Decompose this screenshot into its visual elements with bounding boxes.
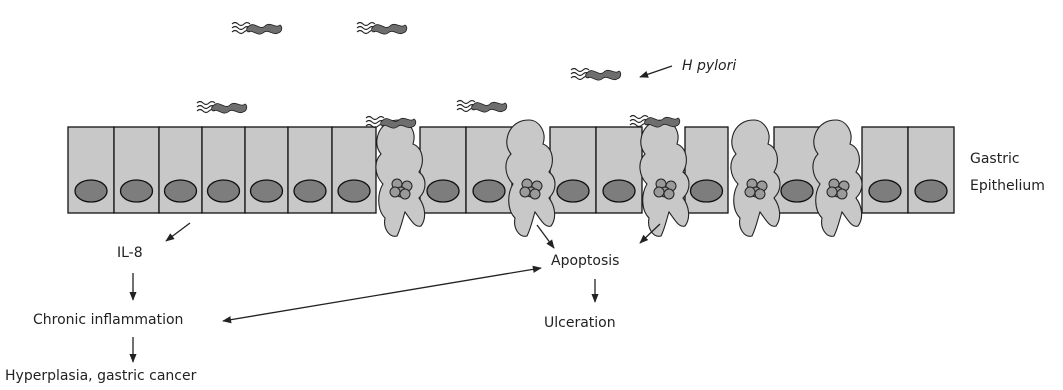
epithelial-cell xyxy=(596,127,642,213)
epithelial-cell xyxy=(908,127,954,213)
cell-nucleus xyxy=(208,180,240,202)
cell-nucleus xyxy=(691,180,723,202)
epithelial-cell xyxy=(550,127,596,213)
epithelial-cell xyxy=(420,127,466,213)
apoptotic-cell xyxy=(640,120,689,236)
h-pylori-bacterium xyxy=(630,116,680,128)
cell-nucleus xyxy=(121,180,153,202)
arrow-damaged-cell-to-apoptosis-left xyxy=(537,225,554,248)
apoptotic-cell xyxy=(731,120,780,236)
cell-nucleus xyxy=(915,180,947,202)
cell-nucleus xyxy=(473,180,505,202)
cell-nucleus xyxy=(75,180,107,202)
epithelial-cell xyxy=(288,127,332,213)
epithelial-cell xyxy=(68,127,114,213)
h-pylori-bacterium xyxy=(571,69,621,81)
arrow-epithelium-to-il8 xyxy=(166,223,190,241)
apoptotic-cell xyxy=(376,120,425,236)
epithelial-cell xyxy=(862,127,908,213)
h-pylori-label: H pylori xyxy=(682,57,736,75)
epithelium-label-line2: Epithelium xyxy=(970,177,1045,195)
epithelial-cell xyxy=(114,127,159,213)
cell-nucleus xyxy=(781,180,813,202)
h-pylori-bacteria xyxy=(197,23,680,129)
epithelial-cell xyxy=(202,127,245,213)
apoptotic-cell xyxy=(813,120,862,236)
cell-nucleus xyxy=(165,180,197,202)
apoptosis-label: Apoptosis xyxy=(551,252,619,270)
cell-nucleus xyxy=(427,180,459,202)
arrow-inflammation-apoptosis-bidirectional xyxy=(223,268,541,321)
epithelial-cell xyxy=(245,127,288,213)
epithelial-cell xyxy=(159,127,202,213)
cell-nucleus xyxy=(603,180,635,202)
hyperplasia-cancer-label: Hyperplasia, gastric cancer xyxy=(5,367,196,385)
ulceration-label: Ulceration xyxy=(544,314,616,332)
cell-nucleus xyxy=(294,180,326,202)
epithelial-cell xyxy=(332,127,376,213)
h-pylori-bacterium xyxy=(197,102,247,114)
epithelial-cell xyxy=(685,127,728,213)
epithelial-cell xyxy=(466,127,512,213)
cell-nucleus xyxy=(557,180,589,202)
cell-nucleus xyxy=(338,180,370,202)
h-pylori-bacterium xyxy=(357,23,407,35)
cell-nucleus xyxy=(251,180,283,202)
il8-label: IL-8 xyxy=(117,244,143,262)
chronic-inflammation-label: Chronic inflammation xyxy=(33,311,183,329)
arrow-hpylori-pointer xyxy=(640,66,672,77)
h-pylori-bacterium xyxy=(457,101,507,113)
epithelium-label-line1: Gastric xyxy=(970,150,1020,168)
cell-nucleus xyxy=(869,180,901,202)
apoptotic-cell xyxy=(506,120,555,236)
h-pylori-bacterium xyxy=(232,23,282,35)
